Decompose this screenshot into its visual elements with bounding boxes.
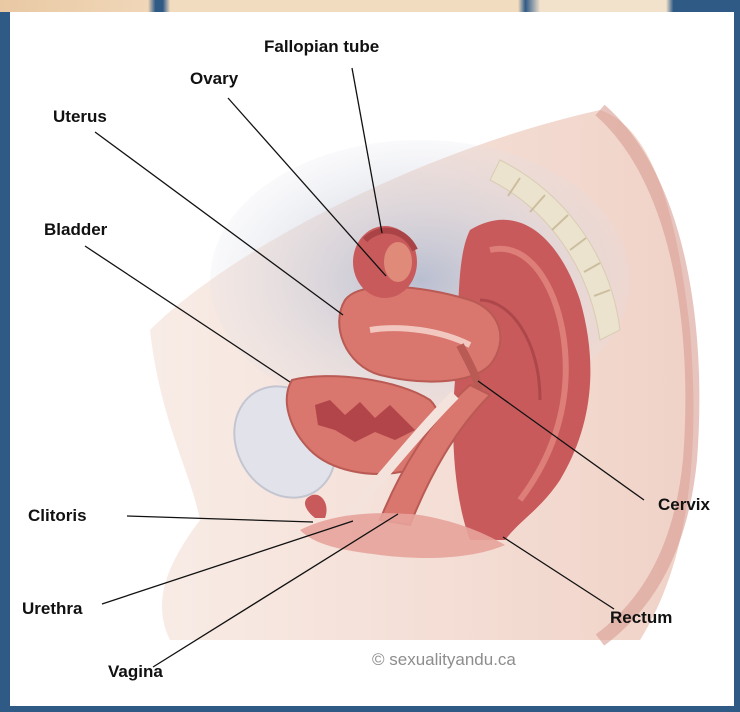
credit-text: © sexualityandu.ca [372, 650, 516, 669]
label-uterus: Uterus [53, 107, 107, 126]
label-cervix: Cervix [658, 495, 711, 514]
label-urethra: Urethra [22, 599, 83, 618]
label-ovary: Ovary [190, 69, 239, 88]
ovary-tube-shape [353, 226, 417, 298]
label-bladder: Bladder [44, 220, 108, 239]
diagram-panel: Fallopian tube Ovary Uterus Bladder Clit… [10, 12, 734, 706]
anatomy-illustration: Fallopian tube Ovary Uterus Bladder Clit… [10, 12, 734, 706]
top-decorative-strip [0, 0, 740, 12]
label-clitoris: Clitoris [28, 506, 87, 525]
label-rectum: Rectum [610, 608, 672, 627]
label-fallopian-tube: Fallopian tube [264, 37, 379, 56]
label-vagina: Vagina [108, 662, 163, 681]
